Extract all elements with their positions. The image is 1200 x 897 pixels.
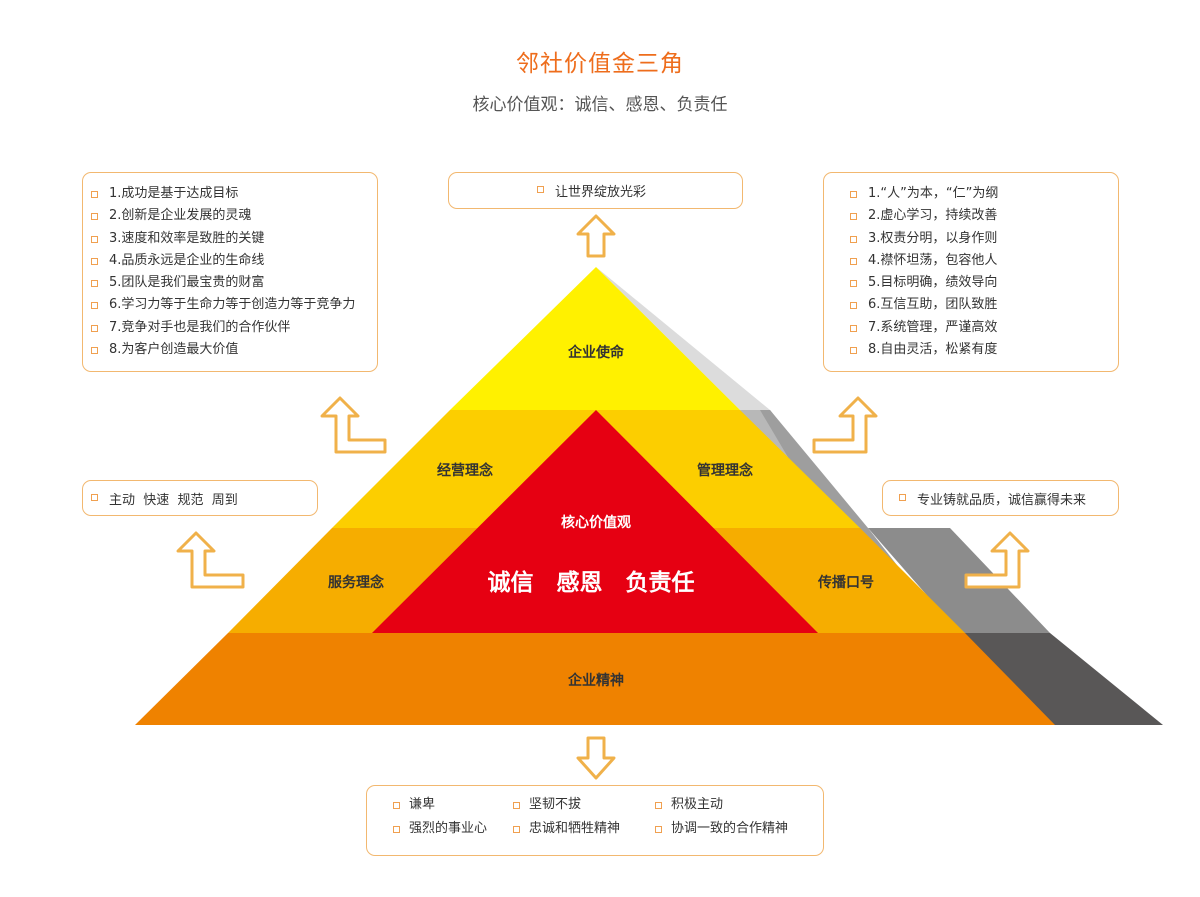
list-item: 7.系统管理，严谨高效 [842, 317, 1118, 339]
layer-spirit [135, 633, 1055, 725]
label-management-concept: 管理理念 [697, 462, 754, 479]
list-item: 协调一致的合作精神 [653, 818, 793, 840]
pyramid-shadow-top [596, 267, 770, 410]
down-arrow-icon [576, 736, 616, 780]
list-item: 谦卑 [391, 794, 511, 816]
list-item: 1.成功是基于达成目标 [83, 183, 377, 205]
list-item: 2.虚心学习，持续改善 [842, 205, 1118, 227]
bent-up-arrow-icon [320, 396, 387, 454]
label-service-concept: 服务理念 [328, 574, 385, 591]
list-item: 积极主动 [653, 794, 793, 816]
list-item: 4.品质永远是企业的生命线 [83, 250, 377, 272]
business-concept-box: 1.成功是基于达成目标 2.创新是企业发展的灵魂 3.速度和效率是致胜的关键 4… [82, 172, 378, 372]
mission-text: 让世界绽放光彩 [529, 181, 646, 200]
list-item: 忠诚和牺牲精神 [511, 818, 653, 840]
list-item: 7.竞争对手也是我们的合作伙伴 [83, 317, 377, 339]
page-title: 邻社价值金三角 [516, 51, 684, 77]
list-item: 8.自由灵活，松紧有度 [842, 339, 1118, 361]
core-triangle [372, 410, 818, 633]
bent-up-arrow-icon [176, 531, 245, 589]
list-item: 8.为客户创造最大价值 [83, 339, 377, 361]
label-spirit: 企业精神 [567, 672, 624, 689]
slogan-text: 专业铸就品质，诚信赢得未来 [891, 489, 1086, 508]
service-concept-box: 主动 快速 规范 周到 [82, 480, 318, 516]
management-concept-box: 1.“人”为本，“仁”为纲 2.虚心学习，持续改善 3.权责分明，以身作则 4.… [823, 172, 1119, 372]
label-business-concept: 经营理念 [437, 462, 494, 479]
mission-box: 让世界绽放光彩 [448, 172, 743, 209]
list-item: 6.互信互助，团队致胜 [842, 294, 1118, 316]
list-item: 3.权责分明，以身作则 [842, 228, 1118, 250]
list-item: 5.团队是我们最宝贵的财富 [83, 272, 377, 294]
list-item: 坚韧不拔 [511, 794, 653, 816]
list-item: 4.襟怀坦荡，包容他人 [842, 250, 1118, 272]
list-item: 3.速度和效率是致胜的关键 [83, 228, 377, 250]
list-item: 2.创新是企业发展的灵魂 [83, 205, 377, 227]
list-item: 5.目标明确，绩效导向 [842, 272, 1118, 294]
bent-up-arrow-icon [964, 531, 1030, 589]
list-item: 1.“人”为本，“仁”为纲 [842, 183, 1118, 205]
slogan-box: 专业铸就品质，诚信赢得未来 [882, 480, 1119, 516]
pyramid-shadow-base [950, 633, 1163, 725]
spirit-box: 谦卑 坚韧不拔 积极主动 强烈的事业心 忠诚和牺牲精神 协调一致的合作精神 [366, 785, 824, 856]
list-item: 强烈的事业心 [391, 818, 511, 840]
list-item: 6.学习力等于生命力等于创造力等于竞争力 [83, 294, 377, 316]
label-core-values-main: 诚信 感恩 负责任 [488, 569, 695, 595]
service-text: 主动 快速 规范 周到 [83, 489, 238, 508]
layer-mission [450, 267, 740, 410]
bent-up-arrow-icon [812, 396, 878, 454]
pyramid-shadow-lower [868, 528, 1050, 633]
label-mission: 企业使命 [567, 344, 625, 361]
up-arrow-icon [576, 214, 616, 258]
label-slogan: 传播口号 [817, 574, 874, 591]
page-subtitle: 核心价值观：诚信、感恩、负责任 [472, 95, 728, 115]
label-core-values: 核心价值观 [561, 514, 631, 531]
